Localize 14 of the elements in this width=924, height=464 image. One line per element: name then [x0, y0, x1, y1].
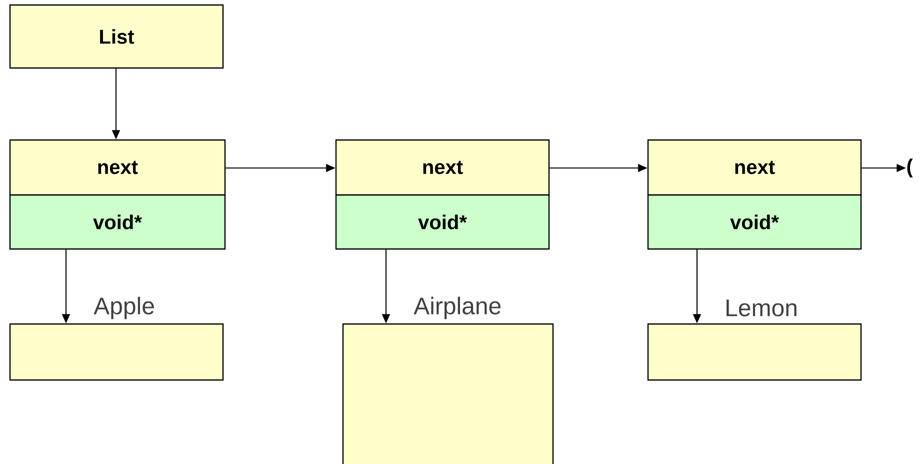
node-cell: void* [647, 194, 862, 250]
edge-label: Apple [92, 295, 156, 321]
data-box [647, 323, 862, 381]
node-cell: void* [9, 194, 226, 250]
end-label: ( [907, 158, 913, 178]
edge-label: Airplane [412, 295, 503, 321]
edge-label: Lemon [723, 298, 800, 318]
list-box: List [9, 4, 224, 69]
node-cell: next [335, 139, 550, 196]
node-cell: next [9, 139, 226, 196]
node-cell: void* [335, 194, 550, 250]
node-cell: next [647, 139, 862, 196]
data-box [9, 323, 224, 381]
data-box [342, 323, 554, 464]
